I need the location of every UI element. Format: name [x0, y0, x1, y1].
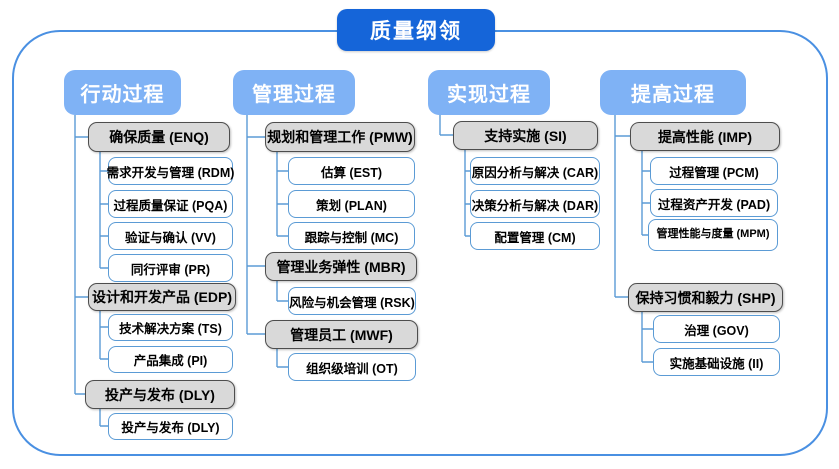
group-mwf: 管理员工 (MWF) [265, 320, 418, 349]
node-est: 估算 (EST) [288, 157, 415, 185]
node-plan: 策划 (PLAN) [288, 190, 415, 218]
node-pi: 产品集成 (PI) [108, 346, 233, 373]
node-dar: 决策分析与解决 (DAR) [470, 190, 600, 218]
group-shp: 保持习惯和毅力 (SHP) [628, 283, 783, 312]
column-header-realization-process: 实现过程 [428, 70, 550, 115]
node-vv: 验证与确认 (VV) [108, 222, 233, 250]
node-mc: 跟踪与控制 (MC) [288, 222, 415, 250]
group-dly: 投产与发布 (DLY) [85, 380, 235, 409]
node-pcm: 过程管理 (PCM) [650, 157, 778, 185]
column-header-improvement-process: 提高过程 [600, 70, 746, 115]
node-pad: 过程资产开发 (PAD) [650, 189, 778, 217]
node-rdm: 需求开发与管理 (RDM) [107, 157, 234, 185]
group-si: 支持实施 (SI) [453, 121, 598, 150]
diagram-title: 质量纲领 [337, 9, 495, 51]
column-header-management-process: 管理过程 [233, 70, 355, 115]
node-pqa: 过程质量保证 (PQA) [108, 190, 233, 218]
node-cm: 配置管理 (CM) [470, 222, 600, 250]
node-mpm: 管理性能与度量 (MPM) [648, 219, 778, 251]
node-ot: 组织级培训 (OT) [288, 353, 416, 381]
node-ts: 技术解决方案 (TS) [108, 314, 233, 341]
node-dly: 投产与发布 (DLY) [108, 413, 233, 440]
group-edp: 设计和开发产品 (EDP) [88, 283, 236, 311]
group-enq: 确保质量 (ENQ) [88, 122, 230, 152]
node-pr: 同行评审 (PR) [108, 254, 233, 282]
column-header-action-process: 行动过程 [64, 70, 181, 115]
group-pmw: 规划和管理工作 (PMW) [265, 122, 415, 152]
node-rsk: 风险与机会管理 (RSK) [288, 287, 416, 315]
node-ii: 实施基础设施 (II) [653, 348, 780, 376]
node-car: 原因分析与解决 (CAR) [470, 157, 600, 185]
group-imp: 提高性能 (IMP) [630, 122, 780, 151]
group-mbr: 管理业务弹性 (MBR) [265, 252, 417, 281]
node-gov: 治理 (GOV) [653, 315, 780, 343]
